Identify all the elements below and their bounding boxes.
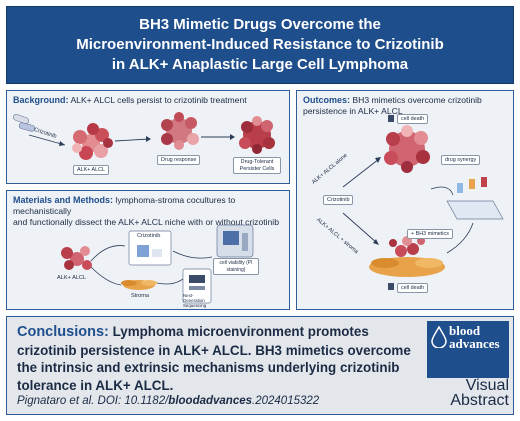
- title-line-1: BH3 Mimetic Drugs Overcome the: [139, 16, 381, 33]
- stroma-icon: [121, 280, 157, 290]
- outcomes-heading-text: BH3 mimetics overcome crizotinib persist…: [303, 95, 482, 116]
- visual-abstract-label: Visual Abstract: [427, 377, 509, 409]
- outcomes-panel: Outcomes: BH3 mimetics overcome crizotin…: [296, 90, 514, 310]
- background-panel: Background: ALK+ ALCL cells persist to c…: [6, 90, 290, 184]
- background-heading-label: Background:: [13, 95, 69, 105]
- outcomes-heading-label: Outcomes:: [303, 95, 351, 105]
- crizotinib-vial-icon: [128, 230, 172, 266]
- down-arrow-icon: [388, 283, 394, 290]
- citation-suffix: .2024015322: [252, 395, 320, 407]
- methods-crizotinib-label: Crizotinib: [137, 233, 161, 239]
- citation-prefix: Pignataro et al. DOI: 10.1182/: [17, 395, 169, 407]
- stroma-label: Stroma: [131, 293, 150, 299]
- outcomes-heading: Outcomes: BH3 mimetics overcome crizotin…: [303, 95, 508, 117]
- drug-synergy-plate-icon: [446, 177, 504, 220]
- abstract-label: Abstract: [450, 392, 509, 409]
- up-arrow-icon: [388, 115, 394, 122]
- blood-advances-logo: blood advances: [427, 321, 509, 378]
- citation-journal: bloodadvances: [168, 395, 253, 407]
- background-illustration: [13, 112, 275, 160]
- brand-name-line-2: advances: [449, 336, 500, 351]
- bh3-mimetics-label: + BH3 mimetics: [407, 229, 453, 239]
- arrow-icon: [28, 134, 66, 146]
- persister-label: Drug-Tolerant Persister Cells: [233, 157, 281, 174]
- methods-heading-label: Materials and Methods:: [13, 195, 114, 205]
- cytometer-icon: [216, 224, 254, 258]
- visual-label: Visual: [465, 377, 509, 394]
- title-banner: BH3 Mimetic Drugs Overcome the Microenvi…: [6, 6, 514, 84]
- conclusions-panel: Conclusions: Lymphoma microenvironment p…: [6, 316, 514, 415]
- lymphoma-cluster-icon: [61, 246, 92, 270]
- arrow-icon: [342, 158, 380, 188]
- alone-cluster-icon: [384, 125, 430, 173]
- drug-response-cluster-icon: [161, 112, 199, 150]
- methods-heading-text-2: and functionally dissect the ALK+ ALCL n…: [13, 217, 279, 227]
- methods-panel: Materials and Methods: lymphoma-stroma c…: [6, 190, 290, 310]
- stroma-cluster-icon: [369, 236, 445, 277]
- drug-response-label: Drug response: [157, 155, 201, 165]
- pill-icon: [13, 113, 36, 132]
- outcomes-crizotinib-label: Crizotinib: [323, 195, 354, 205]
- background-heading-text: ALK+ ALCL cells persist to crizotinib tr…: [70, 95, 247, 105]
- alcl-cluster-icon: [72, 123, 113, 160]
- conclusions-heading: Conclusions:: [17, 324, 109, 340]
- arrow-icon: [342, 212, 378, 244]
- citation: Pignataro et al. DOI: 10.1182/bloodadvan…: [17, 395, 319, 407]
- brand-name-line-1: blood: [449, 323, 481, 338]
- brand-name: blood advances: [449, 324, 500, 350]
- methods-alk-alcl-label: ALK+ ALCL: [57, 275, 87, 281]
- methods-illustration: [61, 224, 254, 304]
- arrow-icon: [114, 138, 150, 142]
- background-heading: Background: ALK+ ALCL cells persist to c…: [13, 95, 247, 106]
- cell-death-down-label: cell death: [397, 283, 429, 293]
- conclusions-body: Lymphoma microenvironment promotes crizo…: [17, 324, 411, 393]
- arrow-icon: [90, 245, 126, 262]
- cell-death-up-label: cell death: [397, 114, 429, 124]
- ngs-label: Next-Generation Sequencing: [183, 293, 207, 308]
- outcomes-illustration: [342, 115, 504, 290]
- methods-heading-text-1: lymphoma-stroma cocultures to mechanisti…: [13, 195, 236, 216]
- arrow-icon: [172, 250, 213, 259]
- blood-drop-icon: [431, 326, 447, 348]
- sequencer-icon: [182, 268, 212, 304]
- methods-heading: Materials and Methods: lymphoma-stroma c…: [13, 195, 289, 228]
- viability-label: cell viability (PI staining): [213, 258, 259, 275]
- alk-alcl-label: ALK+ ALCL: [73, 165, 110, 175]
- title-line-3: in ALK+ Anaplastic Large Cell Lymphoma: [111, 56, 409, 73]
- persister-cluster-icon: [239, 116, 275, 154]
- title-line-2: Microenvironment-Induced Resistance to C…: [76, 36, 444, 53]
- drug-synergy-label: drug synergy: [441, 155, 481, 165]
- conclusions-text: Conclusions: Lymphoma microenvironment p…: [17, 323, 417, 394]
